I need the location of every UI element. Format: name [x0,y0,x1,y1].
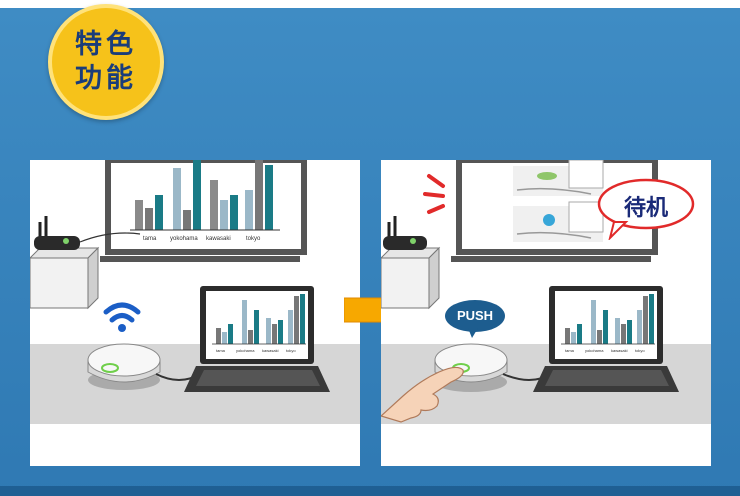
panel-footer [30,424,360,466]
chart-label: yokohama [170,236,198,242]
push-label: PUSH [456,308,494,323]
push-bubble-shape [445,300,505,338]
alert-lines-icon [423,174,445,214]
wifi-icon [103,302,141,332]
chart-label: tokyo [246,236,261,242]
laptop-chart-label: kawasaki [262,348,279,353]
standby-label: 待机 [623,196,668,221]
standby-screen-image [513,160,604,196]
push-bubble: PUSH [444,300,506,338]
side-table-side [87,246,99,310]
side-table-side [428,246,440,310]
chart-bar [145,208,153,230]
laptop-chart-label: tama [565,348,575,353]
chart-bar [210,180,218,230]
left-illustration: tama yokohama kawasaki tokyo [30,160,330,392]
screen-base [451,256,651,262]
chart-bar [245,190,253,230]
standby-bubble-shape [597,178,695,240]
laptop-chart-label: yokohama [236,348,255,353]
chart-bar [230,195,238,230]
laptop-chart-label: kawasaki [611,348,628,353]
router-cable [79,232,141,243]
chart-label: tama [143,236,157,242]
standby-bubble: 待机 [596,178,696,240]
badge-line-2: 功能 [75,63,137,94]
chart-label: kawasaki [206,236,231,242]
finger-hand [381,366,464,423]
chart-bar [183,210,191,230]
badge-line-1: 特色 [75,29,137,60]
feature-badge: 特色 功能 [48,4,164,120]
router-led [410,238,416,244]
receiver-led [101,363,119,373]
laptop-chart-label: tokyo [635,348,645,353]
laptop-keys [196,370,320,386]
panel-wireless-display: tama yokohama kawasaki tokyo [30,160,360,466]
projector-chart: tama yokohama kawasaki tokyo [130,160,280,242]
laptop-chart-label: yokohama [585,348,604,353]
laptop-keys [545,370,669,386]
standby-screen-image [513,201,604,242]
chart-bar [193,160,201,230]
router-icon [383,236,427,250]
laptop-chart: tama yokohama kawasaki tokyo [212,294,306,353]
receiver-device [87,343,161,377]
side-table [381,257,430,309]
panel-footer [381,424,711,466]
screen-base [100,256,300,262]
chart-bar [135,200,143,230]
bottom-strip [0,486,740,496]
chart-bar [173,168,181,230]
laptop-chart-label: tokyo [286,348,296,353]
chart-bar [255,160,263,230]
router-icon [34,236,80,250]
chart-bar [220,200,228,230]
side-table [30,257,89,309]
chart-bar [265,165,273,230]
laptop-chart-label: tama [216,348,226,353]
laptop-chart: tama yokohama kawasaki tokyo [561,294,655,353]
right-illustration: tama yokohama kawasaki tokyo [381,160,679,423]
chart-bar [155,195,163,230]
router-led [63,238,69,244]
